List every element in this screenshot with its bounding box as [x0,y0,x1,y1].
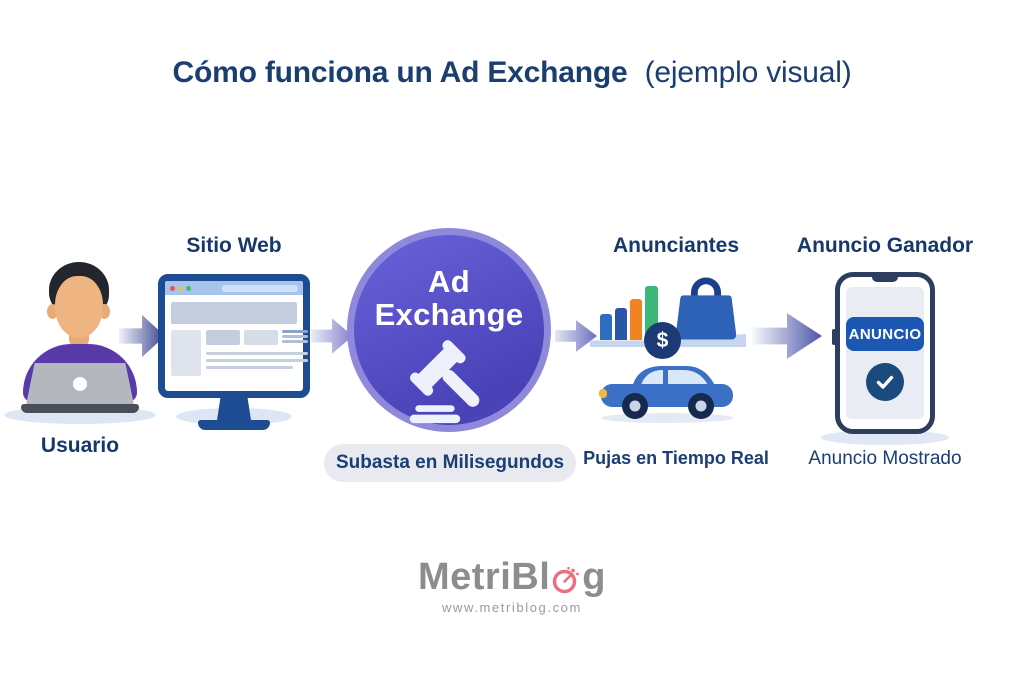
browser-bar [165,281,303,295]
dollar-coin-icon: $ [644,322,681,359]
webpage-text-placeholder [206,352,308,369]
winner-label: Anuncio Ganador [796,234,974,257]
winner-caption: Anuncio Mostrado [808,448,962,469]
check-badge-icon [866,363,904,401]
check-icon [876,375,894,389]
footer-brand: MetriBl g www.metriblog.com [0,556,1024,615]
step-user [4,260,156,428]
browser-address-bar [222,284,298,292]
exchange-title-line2: Exchange [374,297,524,333]
step-advertisers: Anunciantes $ [583,234,769,480]
advertisers-label: Anunciantes [612,234,740,257]
shopping-bag-icon [675,277,737,340]
advertisers-caption: Pujas en Tiempo Real [583,448,769,468]
person-face [55,276,103,338]
monitor-browser-icon [158,274,310,398]
phone-notch [872,276,898,282]
webpage-text-placeholder [282,330,308,345]
monitor-base [198,420,270,430]
webpage-block-placeholder [244,330,278,345]
laptop-icon [26,363,134,405]
step-winner: Anuncio Ganador ANUNCIO Anuncio Mostrado [792,234,978,480]
bar-chart-icon [630,299,642,340]
ad-exchange-circle: Ad Exchange [347,228,551,432]
browser-dot-yellow [178,285,183,291]
laptop-base [21,404,139,413]
auction-pill: Subasta en Milisegundos [324,444,576,482]
phone-side-button [832,329,836,345]
person-ear [99,304,110,319]
logo-text-pre: MetriBl [417,556,551,598]
ad-badge: ANUNCIO [846,317,924,351]
gavel-icon [409,340,480,424]
title-suffix: (ejemplo visual) [644,56,852,89]
website-label: Sitio Web [186,234,282,257]
title-main: Cómo funciona un Ad Exchange [172,56,628,89]
page-title: Cómo funciona un Ad Exchange (ejemplo vi… [0,56,1024,90]
monitor-stand [217,398,251,420]
exchange-title-line1: Ad [428,264,470,299]
logo-text-post: g [582,556,606,598]
step-website: Sitio Web [154,234,314,434]
browser-dot-green [186,285,191,291]
webpage-sidebar-placeholder [171,330,201,376]
smartphone-icon: ANUNCIO [832,272,935,434]
ad-exchange-circle-inner: Ad Exchange [354,235,544,425]
metriblog-logo: MetriBl g [418,556,606,599]
gauge-icon [553,566,580,593]
webpage-banner-placeholder [171,302,297,324]
bar-chart-icon [615,308,627,340]
user-label: Usuario [40,434,120,457]
bar-chart-icon [600,314,612,340]
person-ear [47,304,58,319]
laptop-logo-dot [73,377,87,391]
car-icon [599,366,733,423]
browser-dot-red [170,285,175,291]
webpage-block-placeholder [206,330,240,345]
logo-url: www.metriblog.com [442,600,582,615]
